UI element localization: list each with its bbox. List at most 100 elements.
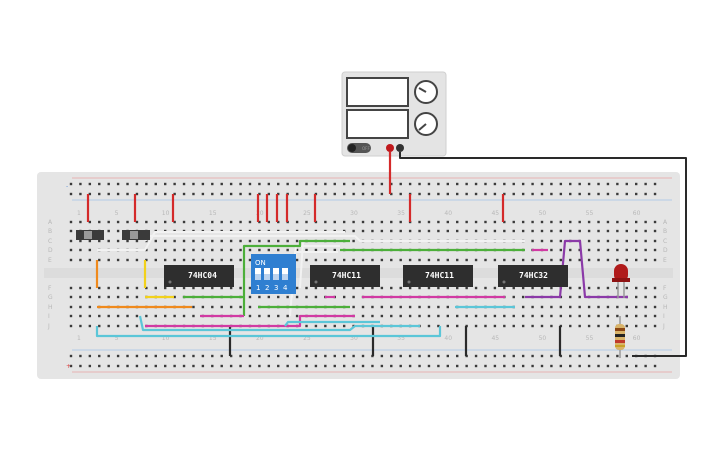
- hole: [239, 286, 242, 290]
- hole: [361, 192, 365, 196]
- hole: [531, 286, 534, 290]
- led-red[interactable]: [612, 264, 630, 298]
- chip-74hc32[interactable]: 74HC32: [498, 265, 568, 287]
- column-number: 60: [633, 335, 641, 342]
- wire-white[interactable]: [97, 231, 345, 251]
- hole: [465, 220, 468, 224]
- hole: [569, 305, 572, 309]
- hole: [550, 354, 553, 358]
- hole: [644, 239, 647, 243]
- dip-switch[interactable]: ON 1 2 3 4: [251, 254, 296, 294]
- hole: [286, 314, 289, 318]
- rail-minus-label: -: [66, 183, 68, 190]
- hole: [182, 182, 186, 186]
- hole: [474, 364, 478, 368]
- row-letter: A: [48, 219, 53, 226]
- hole: [540, 220, 544, 224]
- column-number: 25: [303, 335, 311, 342]
- psu-negative-terminal[interactable]: [396, 144, 404, 152]
- hole: [239, 258, 242, 262]
- hole: [418, 364, 421, 368]
- hole: [578, 305, 581, 309]
- hole: [512, 182, 515, 186]
- hole: [145, 286, 148, 290]
- dip-num-4: 4: [283, 284, 288, 292]
- hole: [154, 314, 157, 318]
- hole: [192, 314, 195, 318]
- wire-white[interactable]: [289, 251, 338, 317]
- hole: [597, 182, 600, 186]
- hole: [521, 286, 525, 290]
- hole: [399, 192, 402, 196]
- hole: [295, 239, 299, 243]
- hole: [211, 192, 214, 196]
- chip-74hc11-a[interactable]: 74HC11: [310, 265, 380, 287]
- hole: [371, 192, 374, 196]
- hole: [597, 286, 600, 290]
- hole: [512, 324, 515, 328]
- hole: [427, 305, 431, 309]
- hole: [135, 295, 139, 299]
- column-number: 15: [209, 210, 217, 217]
- row-letter: D: [663, 247, 668, 254]
- hole: [286, 248, 289, 252]
- hole: [324, 192, 327, 196]
- hole: [625, 286, 628, 290]
- hole: [550, 314, 553, 318]
- hole: [126, 182, 129, 186]
- hole: [342, 364, 346, 368]
- hole: [154, 182, 157, 186]
- hole: [211, 248, 214, 252]
- hole: [540, 239, 544, 243]
- psu-positive-terminal[interactable]: [386, 144, 394, 152]
- hole: [116, 314, 120, 318]
- hole: [418, 258, 421, 262]
- slide-switch-1[interactable]: [76, 230, 104, 240]
- hole: [559, 220, 563, 224]
- hole: [229, 192, 233, 196]
- hole: [107, 192, 110, 196]
- hole: [569, 314, 572, 318]
- hole: [211, 220, 214, 224]
- hole: [408, 182, 412, 186]
- hole: [79, 305, 82, 309]
- hole: [248, 182, 252, 186]
- slide-switch-2[interactable]: [122, 230, 150, 240]
- hole: [550, 258, 553, 262]
- hole: [182, 314, 186, 318]
- hole: [484, 229, 487, 233]
- hole: [390, 286, 393, 290]
- chip-74hc04[interactable]: 74HC04: [164, 265, 234, 287]
- hole: [220, 248, 223, 252]
- hole: [408, 305, 412, 309]
- wire-cyan[interactable]: [138, 315, 420, 332]
- hole: [135, 182, 139, 186]
- wire-cyan[interactable]: [95, 326, 442, 338]
- wire-purple[interactable]: [525, 239, 628, 299]
- hole: [597, 305, 600, 309]
- hole: [98, 324, 101, 328]
- hole: [295, 192, 299, 196]
- hole: [98, 258, 101, 262]
- hole: [145, 248, 148, 252]
- hole: [644, 286, 647, 290]
- wire-green[interactable]: [242, 239, 350, 316]
- hole: [653, 248, 657, 252]
- hole: [484, 258, 487, 262]
- hole: [305, 286, 308, 290]
- resistor[interactable]: [615, 316, 625, 358]
- hole: [578, 220, 581, 224]
- hole: [474, 286, 478, 290]
- hole: [173, 239, 176, 243]
- hole: [333, 324, 336, 328]
- hole: [258, 182, 261, 186]
- hole: [437, 258, 440, 262]
- hole: [361, 220, 365, 224]
- hole: [390, 314, 393, 318]
- chip-74hc11-b[interactable]: 74HC11: [403, 265, 473, 287]
- hole: [371, 305, 374, 309]
- hole: [484, 220, 487, 224]
- hole: [653, 182, 657, 186]
- wire-black[interactable]: [399, 152, 687, 357]
- wire-cyan[interactable]: [284, 320, 380, 327]
